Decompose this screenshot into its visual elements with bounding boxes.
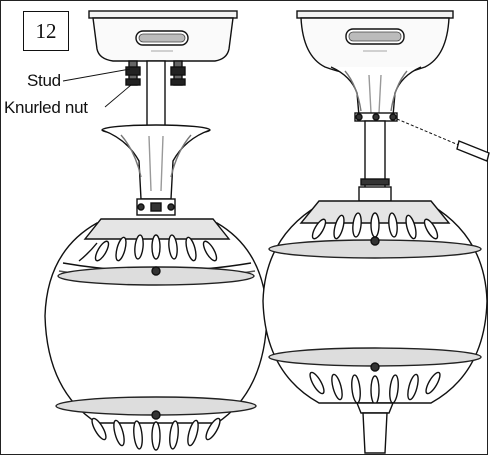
stud-callout-label: Stud <box>27 71 61 90</box>
knurled-nut-callout-label: Knurled nut <box>4 98 88 117</box>
left-fixture <box>44 10 268 451</box>
knurled-nut-leader-line <box>104 84 132 108</box>
left-globe <box>44 218 268 451</box>
left-flared-collar <box>101 124 211 216</box>
step-number-box: 12 <box>23 11 69 51</box>
right-canopy <box>296 10 454 77</box>
stud-leader-line <box>62 68 131 82</box>
right-flared-collar <box>330 66 422 122</box>
right-globe <box>262 200 488 454</box>
left-stud-and-nut <box>125 60 186 86</box>
right-fixture <box>262 10 490 454</box>
right-finial <box>362 412 388 454</box>
screwdriver <box>396 118 490 162</box>
left-canopy <box>88 10 238 62</box>
step-number: 12 <box>35 18 57 43</box>
